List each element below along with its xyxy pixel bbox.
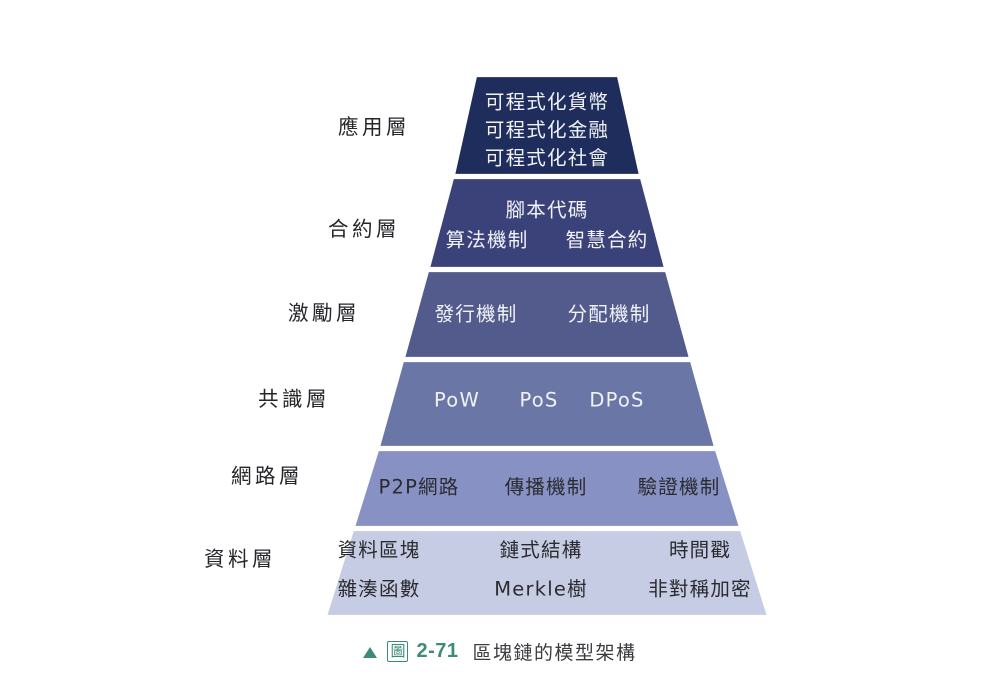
pyramid-layer-1-shape [452, 74, 642, 177]
layer-2-row-1: 腳本代碼 [506, 199, 589, 222]
layer-4-side-label: 共識層 [258, 387, 330, 411]
layer-4-row-1-item-1: PoW [434, 389, 480, 412]
layer-5-row-1-item-2: 傳播機制 [505, 476, 588, 499]
layer-1-side-label: 應用層 [338, 115, 410, 139]
layer-1-row-3: 可程式化社會 [485, 147, 609, 170]
layer-2-row-2-item-2: 智慧合約 [566, 229, 649, 252]
layer-4-row-1-item-2: PoS [520, 389, 559, 412]
layer-6-side-label: 資料層 [204, 547, 276, 571]
layer-1-row-1: 可程式化貨幣 [485, 91, 609, 114]
layer-6-row-1-item-1: 資料區塊 [338, 539, 421, 562]
layer-3-side-label: 激勵層 [288, 301, 360, 325]
layer-5-row-1-item-3: 驗證機制 [638, 476, 721, 499]
layer-6-row-2-item-1: 雜湊函數 [338, 578, 421, 601]
layer-6-row-1-item-3: 時間戳 [669, 539, 731, 562]
pyramid-layer-5-shape [352, 448, 742, 529]
figure-caption: 圖 2-71 區塊鏈的模型架構 [0, 638, 1000, 665]
layer-4-row-1-item-3: DPoS [589, 389, 644, 412]
layer-6-row-2-item-3: 非對稱加密 [648, 578, 752, 601]
pyramid-layer-2-shape [427, 176, 667, 270]
layer-5-side-label: 網路層 [231, 464, 303, 488]
figure-number: 2-71 [416, 640, 459, 662]
layer-2-row-2-item-1: 算法機制 [446, 229, 529, 252]
triangle-up-icon [363, 647, 378, 658]
figure-title: 區塊鏈的模型架構 [472, 642, 637, 664]
pyramid-layer-6-shape [324, 528, 770, 618]
layer-6-row-1-item-2: 鏈式結構 [500, 539, 583, 562]
pyramid-layer-3-shape [402, 269, 692, 360]
figure-word-label: 圖 [387, 641, 409, 662]
layer-3-row-1-item-2: 分配機制 [568, 303, 651, 326]
pyramid-layer-4-shape [377, 359, 717, 449]
layer-3-row-1-item-1: 發行機制 [435, 303, 518, 326]
layer-2-side-label: 合約層 [328, 217, 400, 241]
layer-6-row-2-item-2: Merkle樹 [494, 578, 587, 601]
layer-1-row-2: 可程式化金融 [485, 119, 609, 142]
layer-5-row-1-item-1: P2P網路 [379, 476, 460, 499]
